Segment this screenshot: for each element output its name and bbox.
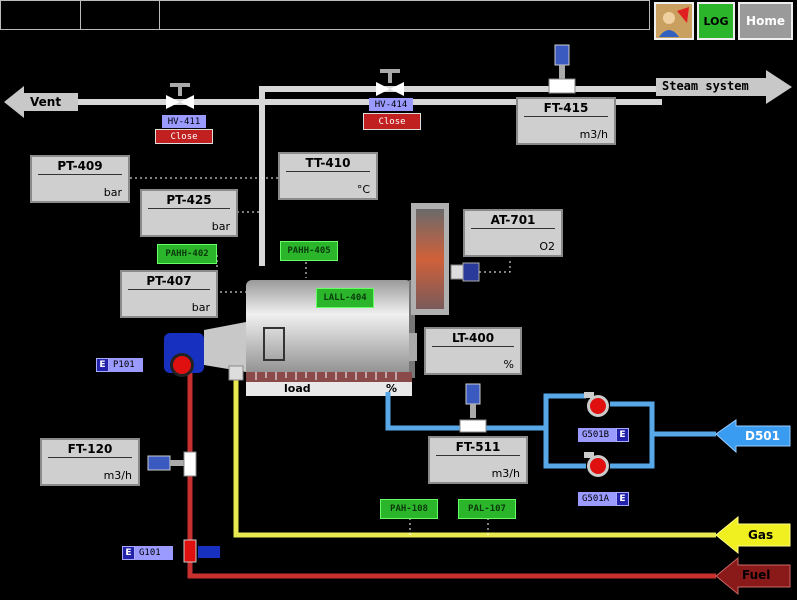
gas-label: Gas (748, 528, 774, 542)
equipment-name: G101 (135, 546, 173, 560)
title-cell-3 (159, 0, 650, 30)
instrument-unit: bar (211, 220, 230, 233)
instrument-unit: bar (191, 301, 210, 314)
instrument-unit: % (503, 358, 514, 371)
steam-riser-pipe (259, 86, 265, 266)
equipment-g101[interactable]: E G101 (122, 546, 173, 560)
vent-label: Vent (30, 95, 62, 109)
flow-transmitter-icon (548, 44, 576, 94)
instrument-tag: TT-410 (286, 156, 370, 172)
load-label: load (284, 382, 311, 395)
hv414-close-button[interactable]: Close (363, 113, 421, 130)
instrument-lt400[interactable]: LT-400 % (424, 327, 522, 375)
alarm-lall404[interactable]: LALL-404 (316, 288, 374, 308)
d501-arrow (715, 419, 791, 454)
equipment-code: E (616, 492, 629, 506)
valve-tag-hv411: HV-411 (162, 115, 206, 128)
blower-icon (164, 333, 204, 377)
equipment-g501a[interactable]: G501A E (578, 492, 629, 506)
title-cell-1 (0, 0, 81, 30)
analyzer-icon (450, 262, 480, 282)
equipment-p101[interactable]: E P101 (96, 358, 143, 372)
equipment-name: G501A (578, 492, 616, 506)
d501-label: D501 (745, 429, 781, 443)
instrument-ft511[interactable]: FT-511 m3/h (428, 436, 528, 484)
instrument-pt409[interactable]: PT-409 bar (30, 155, 130, 203)
steam-main-pipe (72, 99, 662, 105)
pump-icon (584, 452, 609, 477)
load-scale (246, 372, 412, 382)
flow-transmitter-icon (459, 383, 487, 433)
flow-transmitter-icon (147, 451, 197, 477)
instrument-pt407[interactable]: PT-407 bar (120, 270, 218, 318)
equipment-code: E (616, 428, 629, 442)
hv411-close-button[interactable]: Close (155, 129, 213, 144)
valve-tag-hv414: HV-414 (369, 98, 413, 111)
alarm-pahh405[interactable]: PAHH-405 (280, 241, 338, 261)
equipment-code: E (96, 358, 109, 372)
valve-icon (376, 69, 404, 96)
instrument-unit: m3/h (491, 467, 520, 480)
instrument-tag: PT-409 (38, 159, 122, 175)
fuel-label: Fuel (742, 568, 771, 582)
instrument-unit: °C (356, 183, 370, 196)
instrument-tag: FT-120 (48, 442, 132, 458)
load-unit: % (386, 382, 398, 395)
valve-icon (166, 83, 194, 109)
steam-system-label: Steam system (662, 79, 749, 93)
instrument-pt425[interactable]: PT-425 bar (140, 189, 238, 237)
pump-icon (584, 392, 609, 417)
instrument-at701[interactable]: AT-701 O2 (463, 209, 563, 257)
equipment-code: E (122, 546, 135, 560)
steam-arrow (656, 70, 792, 104)
equipment-name: G501B (578, 428, 616, 442)
steam-upper-pipe (259, 86, 669, 92)
alarm-pah108[interactable]: PAH-108 (380, 499, 438, 519)
gas-arrow (715, 515, 791, 555)
instrument-tag: PT-425 (148, 193, 230, 209)
log-button[interactable]: LOG (697, 2, 735, 40)
boiler-window (263, 327, 285, 361)
boiler-nozzle (204, 322, 246, 372)
instrument-tag: FT-511 (436, 440, 520, 456)
alarm-pahh402[interactable]: PAHH-402 (157, 244, 217, 264)
instrument-unit: m3/h (579, 128, 608, 141)
vent-arrow (4, 86, 78, 118)
instrument-tag: AT-701 (471, 213, 555, 229)
instrument-ft415[interactable]: FT-415 m3/h (516, 97, 616, 145)
instrument-unit: O2 (539, 240, 555, 253)
instrument-tag: PT-407 (128, 274, 210, 290)
instrument-unit: bar (103, 186, 122, 199)
title-cell-2 (80, 0, 160, 30)
instrument-unit: m3/h (103, 469, 132, 482)
instrument-tag: FT-415 (524, 101, 608, 117)
equipment-g501b[interactable]: G501B E (578, 428, 629, 442)
home-button[interactable]: Home (738, 2, 793, 40)
instrument-ft120[interactable]: FT-120 m3/h (40, 438, 140, 486)
user-alarm-button[interactable] (654, 2, 694, 40)
instrument-tag: LT-400 (432, 331, 514, 347)
equipment-name: P101 (109, 358, 143, 372)
user-alarm-icon (659, 7, 689, 37)
alarm-pal107[interactable]: PAL-107 (458, 499, 516, 519)
fuel-arrow (715, 556, 791, 596)
instrument-tt410[interactable]: TT-410 °C (278, 152, 378, 200)
